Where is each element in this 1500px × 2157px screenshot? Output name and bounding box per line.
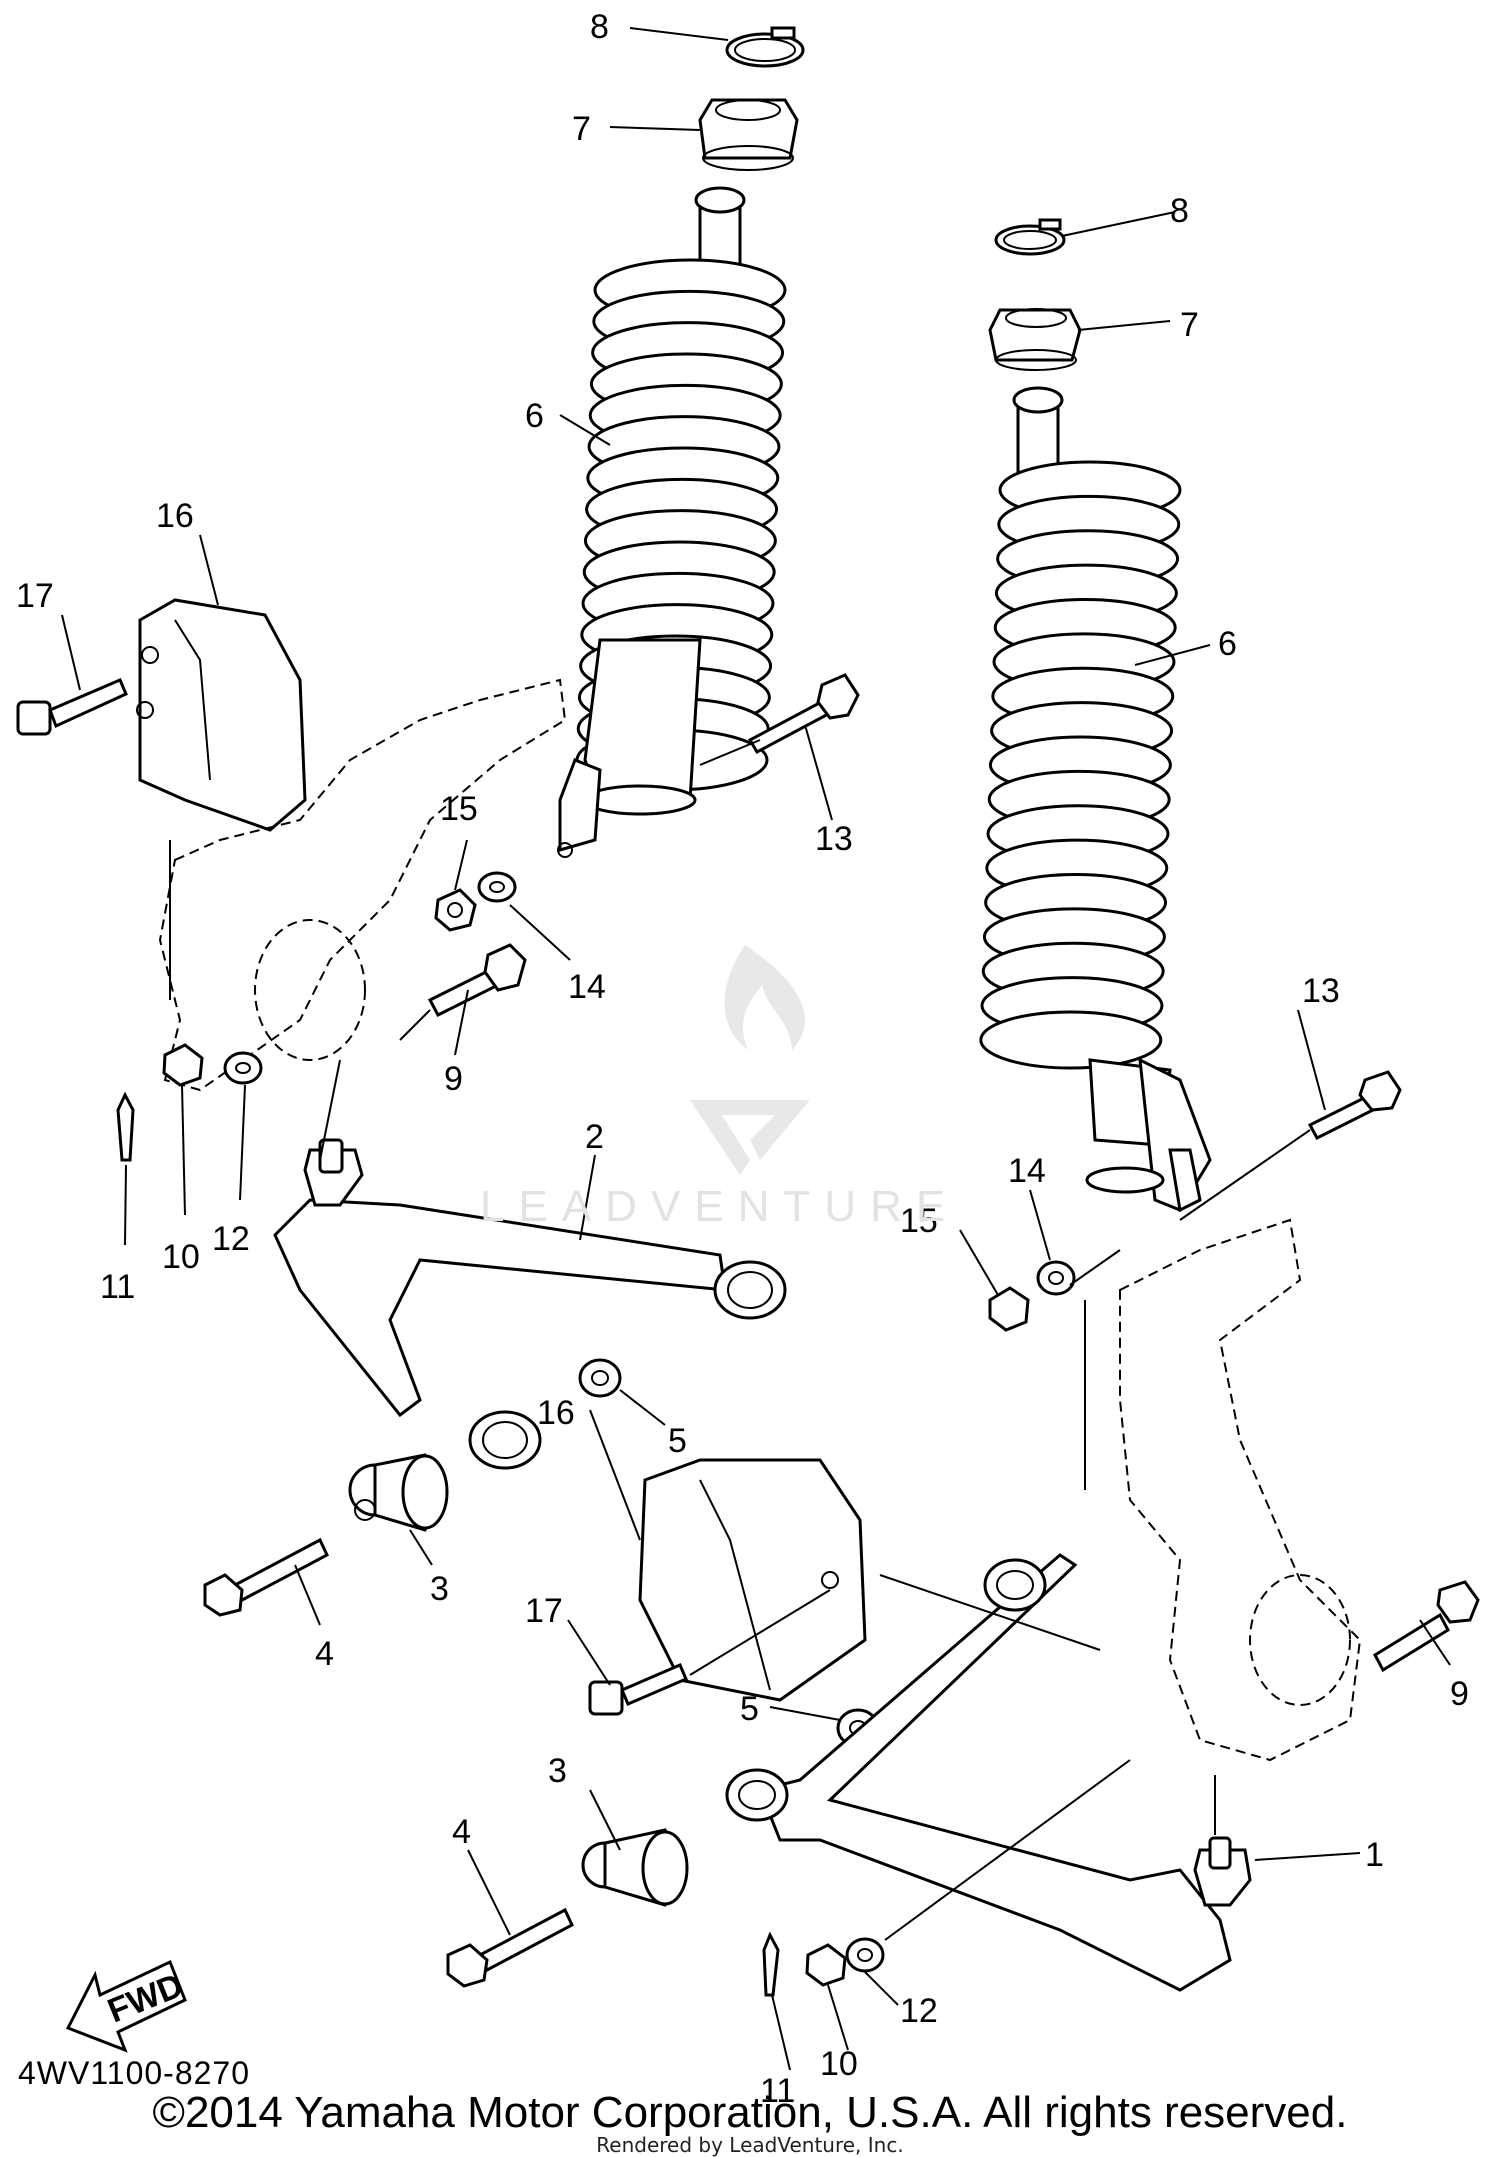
nut-part-10-left bbox=[162, 1043, 204, 1087]
callout-15-left: 15 bbox=[440, 790, 478, 828]
bolt-part-17-right bbox=[588, 1663, 688, 1716]
cotter-pin-part-11-left bbox=[116, 1091, 135, 1162]
guard-part-16-right bbox=[638, 1458, 867, 1702]
callout-4-right: 4 bbox=[452, 1813, 471, 1851]
callout-13-upper: 13 bbox=[815, 820, 853, 858]
lower-arm-part-1 bbox=[725, 1553, 1252, 1992]
callout-3-right: 3 bbox=[548, 1752, 567, 1790]
bolt-part-9-left bbox=[427, 943, 527, 1017]
callout-4-left: 4 bbox=[315, 1635, 334, 1673]
bushing-part-3-right bbox=[581, 1828, 689, 1907]
callout-6-left: 6 bbox=[525, 397, 544, 435]
bushing-part-3-left bbox=[348, 1453, 449, 1532]
callout-12-left: 12 bbox=[212, 1220, 250, 1258]
shock-absorber-part-6-left bbox=[557, 186, 787, 858]
callout-2: 2 bbox=[585, 1118, 604, 1156]
bolt-part-13-right bbox=[1307, 1070, 1402, 1140]
callout-5-right: 5 bbox=[740, 1690, 759, 1728]
watermark-text: LEADVENTURE bbox=[480, 1182, 960, 1231]
callout-8-right: 8 bbox=[1170, 192, 1189, 230]
rendered-by-credit: Rendered by LeadVenture, Inc. bbox=[596, 2133, 904, 2157]
washer-part-14-left bbox=[477, 871, 517, 903]
bolt-part-4-left bbox=[203, 1537, 329, 1617]
bolt-part-4-right bbox=[446, 1907, 574, 1988]
knuckle-left bbox=[158, 678, 567, 1092]
nut-part-15-left bbox=[434, 888, 477, 932]
callout-7-left: 7 bbox=[572, 110, 591, 148]
watermark-logo bbox=[690, 945, 810, 1175]
bolt-part-9-right bbox=[1373, 1580, 1480, 1673]
shock-absorber-part-6-right bbox=[979, 386, 1212, 1213]
callout-17-right: 17 bbox=[525, 1592, 563, 1630]
callout-5-left: 5 bbox=[668, 1422, 687, 1460]
callout-7-right: 7 bbox=[1180, 306, 1199, 344]
leader-lines bbox=[61, 27, 1451, 2071]
callout-14-right: 14 bbox=[1008, 1152, 1046, 1190]
fwd-arrow-icon: FWD bbox=[65, 1959, 188, 2053]
callout-13-right: 13 bbox=[1302, 972, 1340, 1010]
callout-11-right: 11 bbox=[760, 2072, 795, 2110]
callout-10-left: 10 bbox=[162, 1238, 200, 1276]
callout-11-left: 11 bbox=[100, 1268, 135, 1306]
nut-part-7-left bbox=[698, 98, 799, 171]
callout-12-right: 12 bbox=[900, 1992, 938, 2030]
nut-part-7-right bbox=[988, 308, 1082, 371]
callout-labels: 8 7 6 16 17 15 14 13 9 2 12 10 11 5 3 4 … bbox=[16, 8, 1469, 2110]
callout-8-left: 8 bbox=[590, 8, 609, 46]
washer-part-14-right bbox=[1036, 1260, 1076, 1296]
nut-part-15-right bbox=[988, 1286, 1030, 1332]
callout-14-left: 14 bbox=[568, 968, 606, 1006]
circlip-part-8-right bbox=[994, 218, 1066, 256]
washer-part-12-left bbox=[223, 1051, 263, 1085]
copyright-notice: ©2014 Yamaha Motor Corporation, U.S.A. A… bbox=[152, 2088, 1348, 2137]
knuckle-right bbox=[1084, 1218, 1362, 1762]
callout-9-left: 9 bbox=[444, 1060, 463, 1098]
spring-coil bbox=[979, 1010, 1163, 1070]
callout-3-left: 3 bbox=[430, 1570, 449, 1608]
nut-part-10-right bbox=[805, 1943, 847, 1987]
callout-1: 1 bbox=[1365, 1836, 1384, 1874]
guard-part-16-left bbox=[136, 598, 307, 832]
callout-9-right: 9 bbox=[1450, 1675, 1469, 1713]
callout-16-left: 16 bbox=[156, 497, 194, 535]
bolt-part-13-upper bbox=[747, 673, 860, 755]
cotter-pin-part-11-right bbox=[762, 1931, 780, 1997]
callout-15-right: 15 bbox=[900, 1202, 938, 1240]
bolt-part-17-left bbox=[16, 678, 128, 736]
callout-17-left: 17 bbox=[16, 577, 54, 615]
catalog-number: 4WV1100-8270 bbox=[18, 2055, 250, 2091]
callout-6-right: 6 bbox=[1218, 625, 1237, 663]
callout-10-right: 10 bbox=[820, 2045, 858, 2083]
nut-part-5-left bbox=[578, 1358, 622, 1398]
circlip-part-8-left bbox=[725, 26, 805, 68]
washer-part-12-right bbox=[845, 1937, 885, 1973]
upper-arm-part-2 bbox=[273, 1138, 787, 1470]
callout-16-right: 16 bbox=[537, 1394, 575, 1432]
